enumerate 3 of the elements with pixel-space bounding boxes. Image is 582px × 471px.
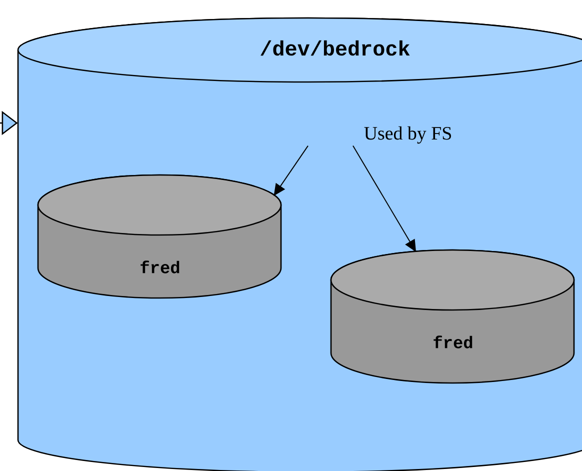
disk-cylinder: fred <box>37 174 282 299</box>
callout-text: Used by FS <box>364 126 451 144</box>
disk-cylinder: fred <box>330 249 575 384</box>
